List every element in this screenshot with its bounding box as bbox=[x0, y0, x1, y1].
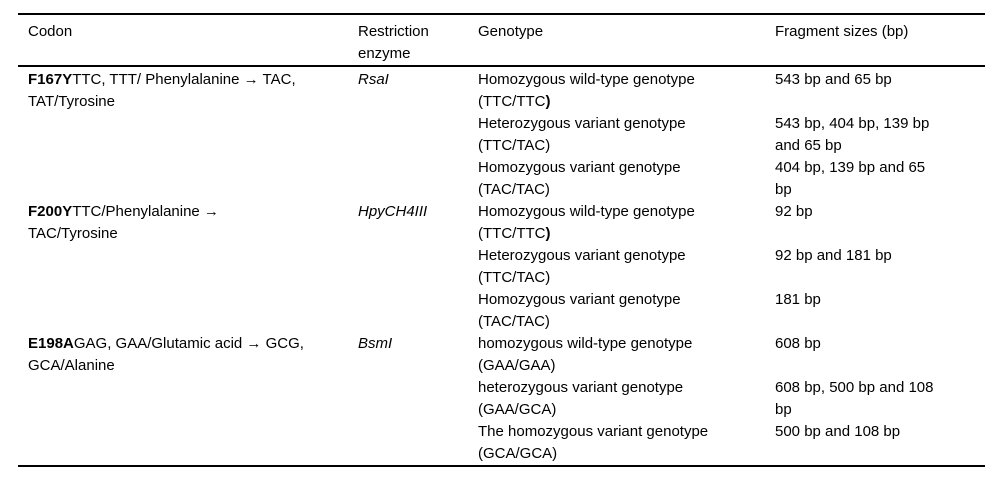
table-row: heterozygous variant genotype (GAA/GCA) … bbox=[18, 377, 985, 421]
table-row: Heterozygous variant genotype (TTC/TAC) … bbox=[18, 245, 985, 289]
table-row: Heterozygous variant genotype (TTC/TAC) … bbox=[18, 113, 985, 157]
table-header: Codon Restriction enzyme Genotype Fragme… bbox=[18, 14, 985, 67]
genotype-cell: Homozygous wild-type genotype (TTC/TTC) bbox=[478, 66, 775, 113]
genotype-alleles: (GAA/GCA) bbox=[478, 401, 557, 418]
genotype-alleles: (TAC/TAC) bbox=[478, 181, 550, 198]
genotype-cell: Homozygous wild-type genotype (TTC/TTC) bbox=[478, 201, 775, 245]
genotype-label: heterozygous variant genotype bbox=[478, 379, 684, 396]
genotype-alleles: (TTC/TAC) bbox=[478, 137, 551, 154]
table-body: F167YTTC, TTT/ Phenylalanine → TAC, TAT/… bbox=[18, 66, 985, 466]
fragment-sizes-cell: 500 bp and 108 bp bbox=[775, 423, 901, 440]
genotype-alleles: (GAA/GAA) bbox=[478, 357, 556, 374]
enzyme-cell-bsmi: BsmI bbox=[358, 333, 478, 466]
genotype-rflp-table: Codon Restriction enzyme Genotype Fragme… bbox=[18, 13, 985, 467]
genotype-cell: homozygous wild-type genotype (GAA/GAA) bbox=[478, 333, 775, 377]
fragment-sizes-cell: 404 bp, 139 bp and 65 bp bbox=[775, 159, 926, 198]
genotype-alleles: (GCA/GCA) bbox=[478, 445, 558, 462]
table-row: E198AGAG, GAA/Glutamic acid → GCG, GCA/A… bbox=[18, 333, 985, 377]
column-header-genotype: Genotype bbox=[478, 14, 775, 67]
codon-id: F200Y bbox=[28, 203, 73, 220]
table-row: F167YTTC, TTT/ Phenylalanine → TAC, TAT/… bbox=[18, 66, 985, 113]
genotype-alleles: (TTC/TAC) bbox=[478, 269, 551, 286]
enzyme-cell-rsai: RsaI bbox=[358, 66, 478, 201]
enzyme-name: RsaI bbox=[358, 71, 389, 88]
genotype-cell: The homozygous variant genotype (GCA/GCA… bbox=[478, 421, 775, 466]
codon-cell-e198a: E198AGAG, GAA/Glutamic acid → GCG, GCA/A… bbox=[18, 333, 358, 466]
genotype-label: Homozygous wild-type genotype bbox=[478, 203, 695, 220]
fragment-sizes-cell: 92 bp and 181 bp bbox=[775, 247, 892, 264]
genotype-alleles-bold: ) bbox=[545, 93, 551, 110]
fragment-sizes-cell: 608 bp, 500 bp and 108 bp bbox=[775, 379, 934, 418]
genotype-alleles-bold: ) bbox=[545, 225, 551, 242]
column-header-restriction-enzyme: Restriction enzyme bbox=[358, 14, 478, 67]
enzyme-cell-hpych4iii: HpyCH4III bbox=[358, 201, 478, 333]
genotype-label: Homozygous variant genotype bbox=[478, 159, 681, 176]
codon-description: TTC/Phenylalanine → TAC/Tyrosine bbox=[28, 203, 219, 242]
fragment-sizes-cell: 543 bp, 404 bp, 139 bp and 65 bp bbox=[775, 115, 930, 154]
genotype-cell: heterozygous variant genotype (GAA/GCA) bbox=[478, 377, 775, 421]
genotype-cell: Homozygous variant genotype (TAC/TAC) bbox=[478, 289, 775, 333]
fragment-sizes-cell: 92 bp bbox=[775, 203, 813, 220]
codon-description: GAG, GAA/Glutamic acid → GCG, GCA/Alanin… bbox=[28, 335, 304, 374]
genotype-label: homozygous wild-type genotype bbox=[478, 335, 693, 352]
header-row: Codon Restriction enzyme Genotype Fragme… bbox=[18, 14, 985, 67]
genotype-cell: Homozygous variant genotype (TAC/TAC) bbox=[478, 157, 775, 201]
fragment-sizes-cell: 181 bp bbox=[775, 291, 821, 308]
table-row: Homozygous variant genotype (TAC/TAC) 18… bbox=[18, 289, 985, 333]
codon-description: TTC, TTT/ Phenylalanine → TAC, TAT/Tyros… bbox=[28, 71, 296, 110]
table-row: The homozygous variant genotype (GCA/GCA… bbox=[18, 421, 985, 466]
genotype-label: Heterozygous variant genotype bbox=[478, 115, 686, 132]
genotype-alleles: (TAC/TAC) bbox=[478, 313, 550, 330]
fragment-sizes-cell: 543 bp and 65 bp bbox=[775, 71, 892, 88]
enzyme-name: BsmI bbox=[358, 335, 393, 352]
fragment-sizes-cell: 608 bp bbox=[775, 335, 821, 352]
codon-cell-f167y: F167YTTC, TTT/ Phenylalanine → TAC, TAT/… bbox=[18, 66, 358, 201]
codon-id: E198A bbox=[28, 335, 74, 352]
column-header-fragment-sizes: Fragment sizes (bp) bbox=[775, 14, 985, 67]
genotype-label: The homozygous variant genotype bbox=[478, 423, 709, 440]
genotype-label: Homozygous wild-type genotype bbox=[478, 71, 695, 88]
table-row: F200YTTC/Phenylalanine → TAC/Tyrosine Hp… bbox=[18, 201, 985, 245]
genotype-cell: Heterozygous variant genotype (TTC/TAC) bbox=[478, 113, 775, 157]
codon-id: F167Y bbox=[28, 71, 73, 88]
genotype-alleles: (TTC/TTC bbox=[478, 225, 546, 242]
genotype-alleles: (TTC/TTC bbox=[478, 93, 546, 110]
genotype-label: Homozygous variant genotype bbox=[478, 291, 681, 308]
genotype-label: Heterozygous variant genotype bbox=[478, 247, 686, 264]
codon-cell-f200y: F200YTTC/Phenylalanine → TAC/Tyrosine bbox=[18, 201, 358, 333]
enzyme-name: HpyCH4III bbox=[358, 203, 428, 220]
table-row: Homozygous variant genotype (TAC/TAC) 40… bbox=[18, 157, 985, 201]
column-header-codon: Codon bbox=[18, 14, 358, 67]
genotype-cell: Heterozygous variant genotype (TTC/TAC) bbox=[478, 245, 775, 289]
